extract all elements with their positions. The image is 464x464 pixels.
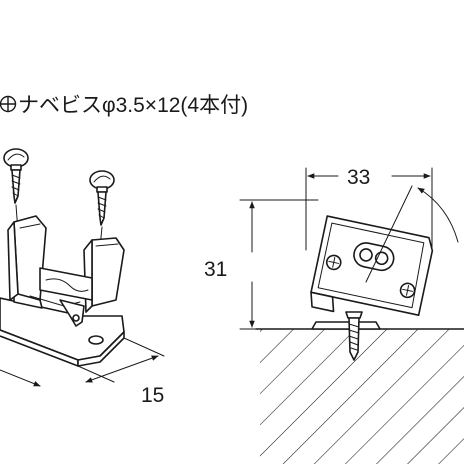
tilted-bracket	[310, 215, 434, 317]
dimension-15-label: 15	[141, 384, 164, 407]
bracket-screw-right	[399, 282, 416, 299]
wall-section	[255, 328, 464, 464]
screw-left	[3, 148, 29, 204]
clip-arm-right	[83, 237, 125, 313]
slot-cutout	[353, 242, 395, 272]
dimension-15: 15	[0, 337, 165, 407]
base-plate	[0, 291, 125, 367]
phillips-head-symbol-icon	[0, 95, 17, 113]
rotation-arc	[365, 185, 459, 283]
dimension-33: 33	[307, 166, 431, 189]
screw-right	[89, 170, 115, 226]
section-screw	[345, 311, 363, 361]
clip-arm-left	[7, 215, 47, 301]
bracket-screw-left	[325, 254, 342, 271]
dimension-31: 31	[204, 201, 255, 328]
mount-plate	[311, 321, 381, 330]
clip-spring	[29, 267, 93, 327]
dimension-31-label: 31	[204, 258, 227, 281]
screw-note: ナベビスφ3.5×12(4本付)	[0, 94, 248, 117]
right-side-view: 33 31	[204, 166, 464, 464]
screw-note-text: ナベビスφ3.5×12(4本付)	[18, 94, 248, 117]
left-isometric-view: 15	[0, 148, 165, 407]
dimension-33-label: 33	[347, 166, 370, 189]
